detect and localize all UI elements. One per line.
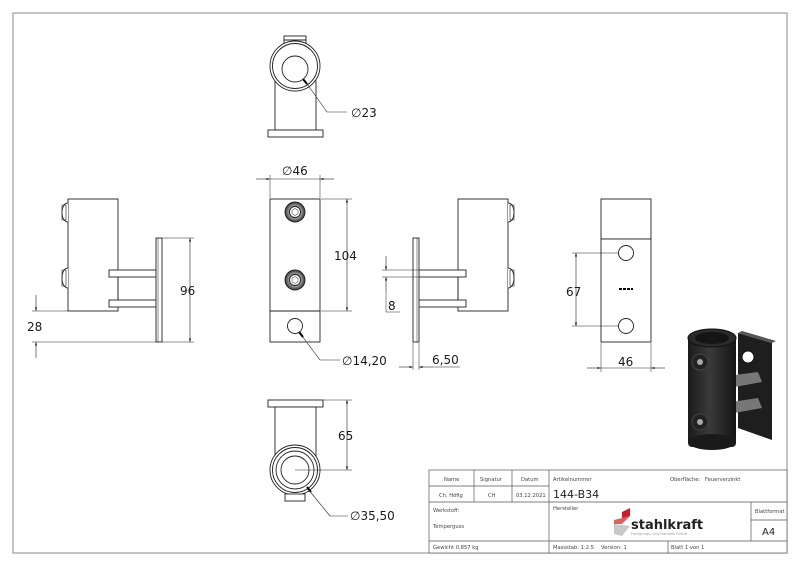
article-label: Artikelnummer [553,477,592,483]
dim-back-width: 46 [618,355,633,369]
dim-front-height: 104 [334,249,357,263]
dim-bottom-height: 65 [338,429,353,443]
logo-tagline: Fertigungs- und Handels GmbH [631,532,688,536]
dim-right-gap: 8 [388,299,396,313]
dim-back-spacing: 67 [566,285,581,299]
top-view [267,35,347,138]
front-view [256,175,352,361]
header-date: Datum [521,477,539,483]
sheet-format-label: Blattformat [755,509,785,515]
surface-value: Feuerverzinkt [705,477,740,483]
isometric-3d-view [687,328,776,450]
bottom-view [267,399,352,517]
right-view [382,198,515,370]
header-signature: Signatur [480,477,503,483]
scale: Massstab: 1:2.5 [553,545,594,551]
header-name: Name [444,477,459,483]
dim-front-hole: ∅14,20 [342,354,387,368]
dim-left-offset: 28 [27,320,42,334]
surface-label: Oberfläche: [670,477,700,483]
logo-name: stahlkraft [631,518,703,533]
dim-bottom-diameter: ∅35,50 [350,509,395,523]
back-view [572,198,665,372]
weight: Gewicht 0.857 kg [433,545,479,551]
stahlkraft-logo: stahlkraft Fertigungs- und Handels GmbH [614,508,703,536]
title-block [428,469,788,554]
dim-right-plate: 6,50 [432,353,459,367]
sheet-border [12,12,788,554]
value-name: Ch. Höfig [439,493,463,499]
sheet-number: Blatt 1 von 1 [671,545,704,551]
dim-front-width: ∅46 [282,164,308,178]
article-number: 144-B34 [553,488,599,501]
material-value: Temperguss [432,524,464,530]
version: Version: 1 [601,545,627,551]
sheet-format: A4 [762,527,775,538]
value-date: 03.12.2021 [516,493,546,499]
left-view [32,198,194,358]
material-label: Werkstoff: [433,508,460,514]
manufacturer-label: Hersteller [553,506,579,512]
dim-left-height: 96 [180,284,195,298]
dim-top-diameter: ∅23 [351,106,377,120]
value-signature: CH [488,493,496,499]
